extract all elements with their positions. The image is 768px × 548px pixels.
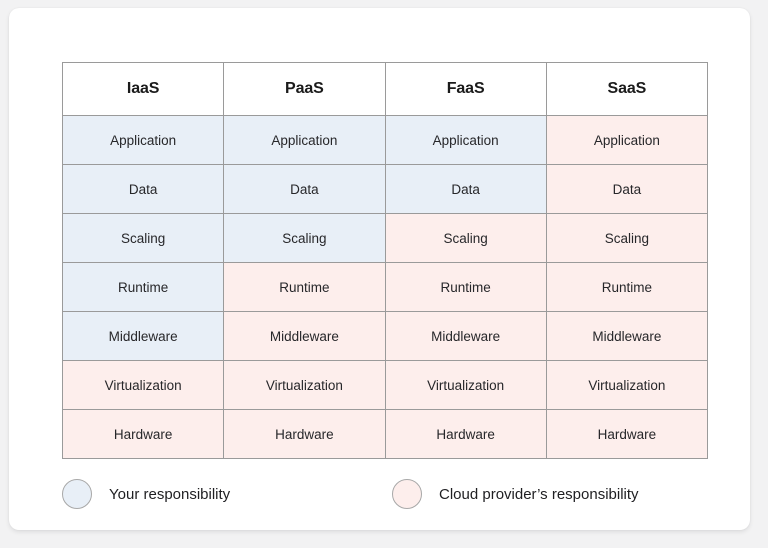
matrix-cell: Hardware: [61, 409, 225, 459]
matrix-cell: Runtime: [545, 262, 709, 312]
legend-label-provider: Cloud provider’s responsibility: [439, 485, 639, 503]
matrix-cell: Application: [384, 115, 547, 165]
column-header-paas: PaaS: [223, 62, 386, 116]
matrix-cell: Middleware: [223, 311, 386, 361]
matrix-cell: Runtime: [223, 262, 386, 312]
column-header-saas: SaaS: [545, 62, 709, 116]
matrix-cell: Application: [61, 115, 225, 165]
column-header-iaas: IaaS: [61, 62, 225, 116]
matrix-cell: Data: [545, 164, 709, 214]
legend-item-self: Your responsibility: [62, 479, 392, 509]
circle-icon: [392, 479, 422, 509]
matrix-cell: Scaling: [61, 213, 225, 263]
matrix-cell: Data: [61, 164, 225, 214]
matrix-cell: Virtualization: [384, 360, 547, 410]
matrix-cell: Hardware: [223, 409, 386, 459]
matrix-cell: Middleware: [61, 311, 225, 361]
matrix-cell: Middleware: [384, 311, 547, 361]
matrix-cell: Virtualization: [223, 360, 386, 410]
matrix-cell: Scaling: [384, 213, 547, 263]
legend: Your responsibility Cloud provider’s res…: [62, 470, 708, 518]
matrix-cell: Hardware: [545, 409, 709, 459]
matrix-cell: Data: [223, 164, 386, 214]
matrix-cell: Data: [384, 164, 547, 214]
matrix-cell: Virtualization: [545, 360, 709, 410]
matrix-cell: Scaling: [223, 213, 386, 263]
legend-label-self: Your responsibility: [109, 485, 231, 503]
matrix-cell: Application: [545, 115, 709, 165]
matrix-cell: Runtime: [384, 262, 547, 312]
matrix-cell: Middleware: [545, 311, 709, 361]
matrix-cell: Application: [223, 115, 386, 165]
circle-icon: [62, 479, 92, 509]
matrix-cell: Scaling: [545, 213, 709, 263]
column-header-faas: FaaS: [384, 62, 547, 116]
matrix-cell: Hardware: [384, 409, 547, 459]
matrix-cell: Runtime: [61, 262, 225, 312]
matrix-cell: Virtualization: [61, 360, 225, 410]
legend-item-provider: Cloud provider’s responsibility: [392, 479, 639, 509]
